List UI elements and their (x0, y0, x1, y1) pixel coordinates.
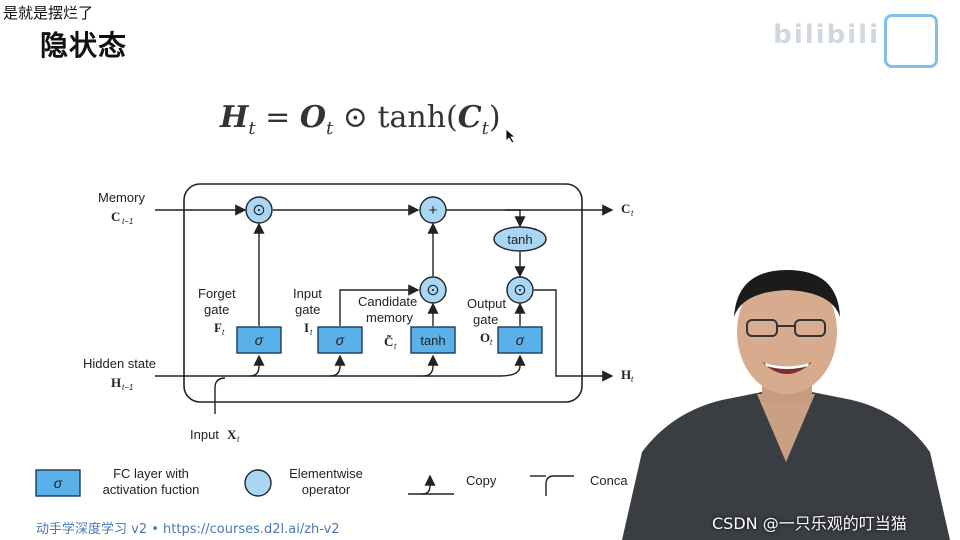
input-sigma: σ (336, 332, 345, 348)
memory-out-symbol: C (621, 201, 630, 216)
formula-h-sub: t (248, 118, 256, 139)
formula-c: C (457, 100, 482, 135)
legend-fc-line1: FC layer with (113, 466, 189, 481)
memory-add-node: + (419, 196, 447, 224)
legend-fc-box: σ (35, 469, 81, 497)
legend-concat-icon (530, 475, 574, 496)
legend-elem-line2: operator (302, 482, 351, 497)
lstm-hidden-state-formula: Ht = Ot ⊙ tanh(Ct) (220, 100, 501, 139)
input-symbol: X (227, 427, 237, 442)
memory-tanh-node: tanh (493, 226, 547, 252)
candidate-tanh-box: tanh (410, 326, 456, 354)
formula-tanh: tanh( (377, 100, 458, 135)
hidden-in-subscript: t−1 (122, 383, 133, 392)
output-gate-label-1: Output (467, 296, 506, 311)
output-gate-box: σ (497, 326, 543, 354)
hidden-state-label: Hidden state (83, 356, 156, 371)
input-gate-symbol: I (304, 320, 309, 335)
video-subtitle: 是就是摆烂了 (0, 2, 97, 23)
input-gate-label-2: gate (295, 302, 320, 317)
forget-multiply-node: ⊙ (245, 196, 273, 224)
plus-glyph: + (429, 202, 438, 219)
candidate-label-2: memory (366, 310, 413, 325)
input-multiply-node: ⊙ (419, 276, 447, 304)
hidden-out-subscript: t (631, 375, 634, 384)
legend-elementwise-circle (244, 469, 272, 497)
candidate-tanh-label: tanh (420, 333, 445, 348)
speaker-video-overlay (622, 270, 950, 540)
forget-gate-symbol: F (214, 320, 222, 335)
memory-in-subscript: t−1 (122, 217, 133, 226)
candidate-symbol: C̃ (384, 334, 393, 349)
memory-label: Memory (98, 190, 145, 205)
lstm-cell-border (183, 183, 583, 403)
output-gate-label-2: gate (473, 312, 498, 327)
formula-o: O (299, 100, 326, 135)
output-sigma: σ (516, 332, 525, 348)
memory-flow-lines (155, 204, 614, 414)
input-gate-subscript: t (310, 328, 313, 337)
memory-tanh-label: tanh (507, 232, 532, 247)
forget-gate-label-1: Forget (198, 286, 236, 301)
formula-odot: ⊙ (342, 100, 368, 135)
input-gate-box: σ (317, 326, 363, 354)
legend-copy-label: Copy (466, 473, 497, 488)
legend-copy-icon (408, 474, 454, 495)
bilibili-watermark-text: bilibili (773, 20, 880, 50)
input-label: Input (190, 427, 219, 442)
hidden-out-symbol: H (621, 367, 631, 382)
mouse-cursor-icon (505, 128, 517, 144)
forget-gate-box: σ (236, 326, 282, 354)
formula-o-sub: t (325, 118, 334, 139)
formula-close: ) (488, 100, 501, 135)
input-gate-label-1: Input (293, 286, 322, 301)
legend-elem-line1: Elementwise (289, 466, 363, 481)
output-odot-glyph: ⊙ (513, 282, 526, 299)
forget-sigma: σ (255, 332, 264, 348)
csdn-credit-watermark: CSDN @一只乐观的叮当猫 (712, 514, 907, 533)
memory-out-subscript: t (631, 209, 634, 218)
output-gate-symbol: O (480, 330, 490, 345)
slide-title: 隐状态 (40, 29, 128, 62)
hidden-in-symbol: H (111, 375, 121, 390)
memory-in-symbol: C (111, 209, 120, 224)
output-gate-subscript: t (490, 338, 493, 347)
forget-gate-label-2: gate (204, 302, 229, 317)
bilibili-logo-icon (884, 14, 938, 68)
input-subscript: t (237, 435, 240, 444)
forget-odot-glyph: ⊙ (252, 202, 265, 219)
formula-equals: = (265, 100, 291, 135)
candidate-subscript: t (394, 342, 397, 351)
input-odot-glyph: ⊙ (426, 282, 439, 299)
legend-concat-label: Conca (590, 473, 628, 488)
course-footer-link[interactable]: 动手学深度学习 v2 • https://courses.d2l.ai/zh-v… (36, 522, 340, 537)
candidate-label-1: Candidate (358, 294, 417, 309)
legend-sigma: σ (54, 475, 63, 491)
output-multiply-node: ⊙ (506, 276, 534, 304)
forget-gate-subscript: t (222, 328, 225, 337)
formula-c-sub: t (481, 118, 489, 139)
legend-fc-line2: activation fuction (103, 482, 200, 497)
formula-h: H (220, 100, 249, 135)
